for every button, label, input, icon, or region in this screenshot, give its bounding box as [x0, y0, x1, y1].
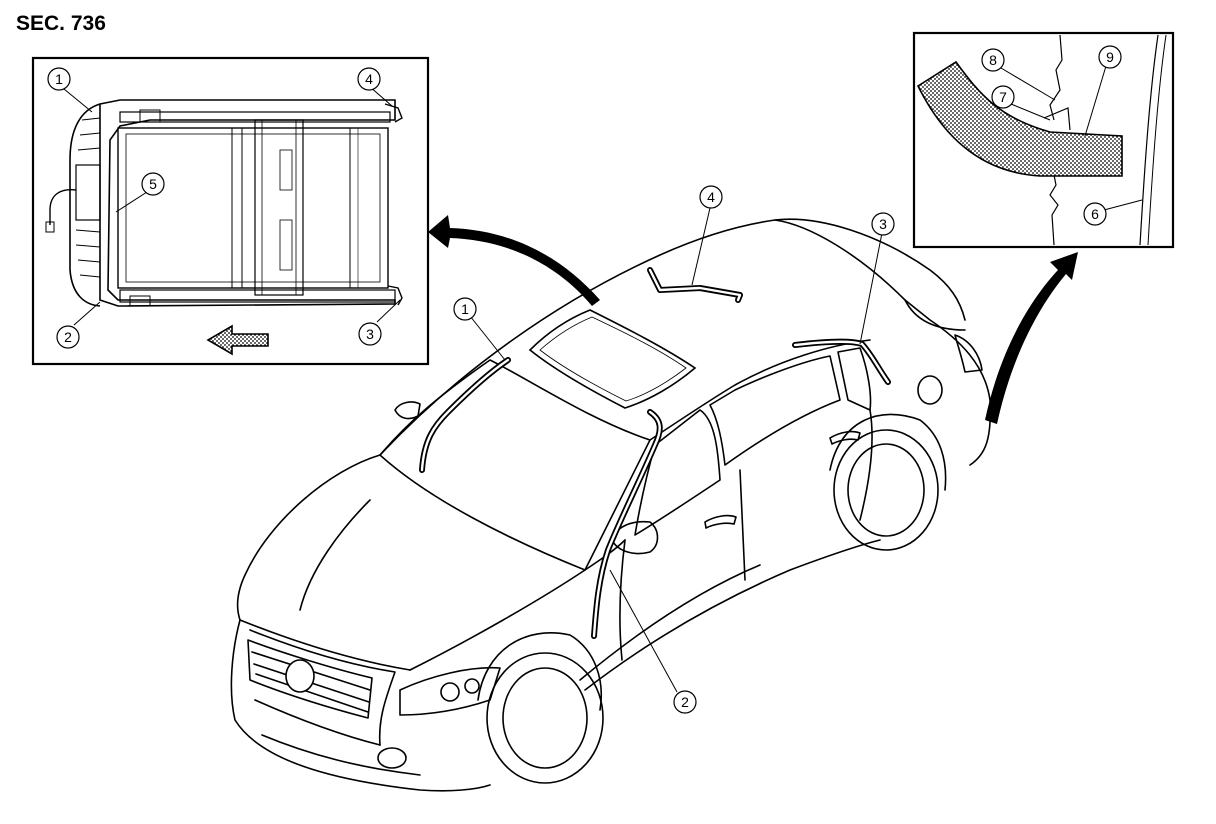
svg-text:3: 3	[879, 216, 887, 232]
callout-main-4: 4	[699, 185, 723, 209]
inset-pointer-arrow-right	[985, 252, 1078, 424]
svg-text:3: 3	[366, 326, 374, 342]
callout-main-2: 2	[673, 690, 697, 714]
section-label: SEC. 736	[16, 12, 106, 35]
svg-text:2: 2	[64, 329, 72, 345]
svg-text:2: 2	[681, 694, 689, 710]
sunroof-frame-inset	[31, 56, 430, 366]
sunroof-glass	[528, 309, 697, 409]
svg-text:5: 5	[149, 176, 157, 192]
svg-text:8: 8	[989, 52, 997, 68]
callout-detail-8: 8	[981, 48, 1005, 72]
callout-inset-5: 5	[141, 172, 165, 196]
callout-main-1: 1	[453, 297, 477, 321]
callout-inset-1: 1	[47, 67, 71, 91]
callout-inset-4: 4	[357, 67, 381, 91]
svg-text:1: 1	[55, 71, 63, 87]
callout-inset-2: 2	[56, 325, 80, 349]
drain-hoses	[419, 267, 891, 639]
car-body	[230, 218, 992, 792]
svg-text:4: 4	[365, 71, 373, 87]
callout-detail-7: 7	[991, 85, 1015, 109]
svg-text:1: 1	[461, 301, 469, 317]
callout-detail-6: 6	[1083, 202, 1107, 226]
front-direction-arrow-icon	[206, 324, 269, 356]
inset-pointer-arrow-left	[428, 215, 600, 306]
svg-text:9: 9	[1106, 49, 1114, 65]
callout-inset-3: 3	[358, 322, 382, 346]
svg-text:6: 6	[1091, 206, 1099, 222]
callout-detail-9: 9	[1098, 45, 1122, 69]
svg-text:4: 4	[707, 189, 715, 205]
svg-text:7: 7	[999, 89, 1007, 105]
hose-detail-inset	[912, 31, 1175, 249]
callout-main-3: 3	[871, 212, 895, 236]
